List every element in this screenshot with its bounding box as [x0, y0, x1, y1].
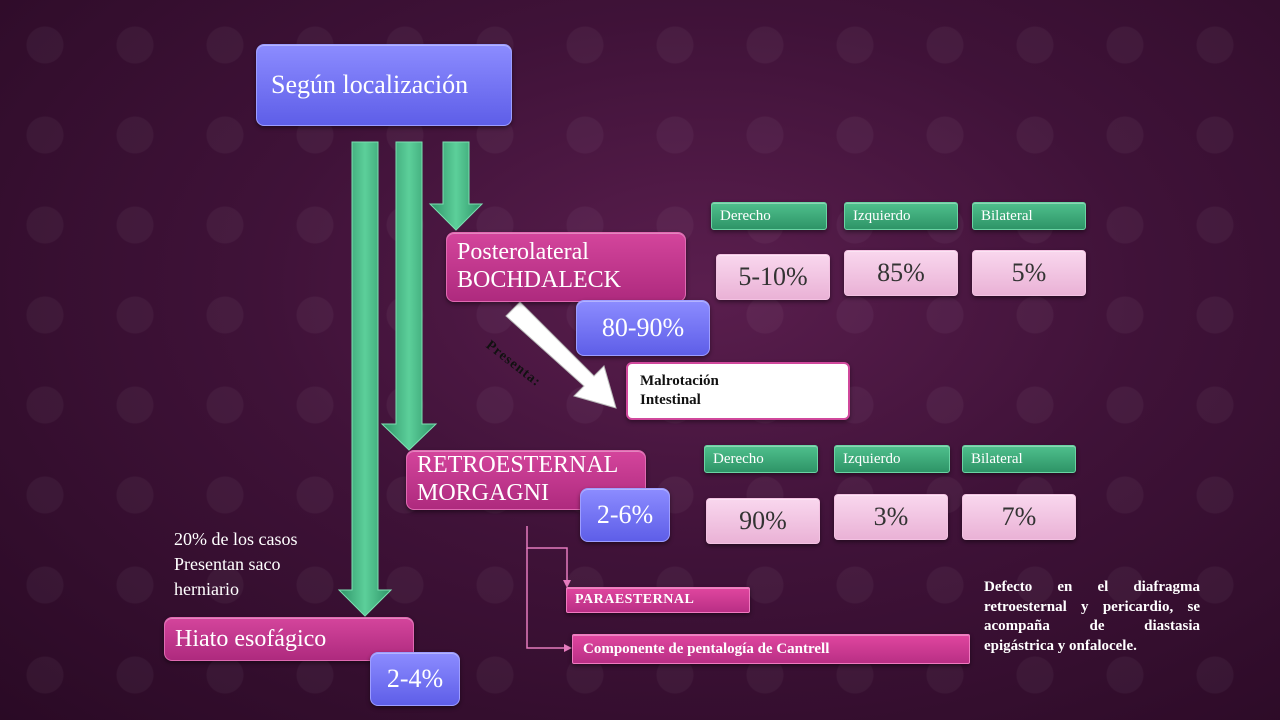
malrotacion-box: Malrotación Intestinal — [626, 362, 850, 420]
hiato-percent: 2-4% — [386, 664, 444, 693]
arrow-to-hiato — [337, 141, 393, 617]
retroesternal-line2: MORGAGNI — [417, 480, 549, 506]
retroesternal-side-izquierdo: Izquierdo — [834, 445, 950, 473]
posterolateral-side-bilateral: Bilateral — [972, 202, 1086, 230]
cantrell-tag: Componente de pentalogía de Cantrell — [572, 634, 970, 664]
posterolateral-side-derecho: Derecho — [711, 202, 827, 230]
hiato-note-line2: Presentan saco — [174, 554, 281, 575]
arrow-to-posterolateral — [428, 141, 484, 231]
posterolateral-value-izquierdo: 85% — [844, 250, 958, 296]
retroesternal-percent-box: 2-6% — [580, 488, 670, 542]
posterolateral-percent: 80-90% — [601, 313, 685, 342]
retroesternal-line1: RETROESTERNAL — [417, 452, 619, 479]
presenta-arrow — [505, 301, 617, 409]
retroesternal-percent: 2-6% — [596, 500, 654, 529]
retroesternal-side-bilateral: Bilateral — [962, 445, 1076, 473]
root-box: Según localización — [256, 44, 512, 126]
hiato-percent-box: 2-4% — [370, 652, 460, 706]
posterolateral-value-bilateral: 5% — [972, 250, 1086, 296]
hiato-note: 20% de los casos Presentan saco herniari… — [174, 527, 297, 603]
retroesternal-side-derecho: Derecho — [704, 445, 818, 473]
retroesternal-box: RETROESTERNAL MORGAGNI — [406, 450, 646, 510]
malrotacion-line1: Malrotación — [640, 372, 719, 389]
malrotacion-line2: Intestinal — [640, 392, 701, 408]
posterolateral-side-izquierdo: Izquierdo — [844, 202, 958, 230]
paraesternal-tag: PARAESTERNAL — [566, 587, 750, 613]
retroesternal-value-bilateral: 7% — [962, 494, 1076, 540]
posterolateral-value-derecho: 5-10% — [716, 254, 830, 300]
retroesternal-value-derecho: 90% — [706, 498, 820, 544]
root-label: Según localización — [271, 70, 469, 99]
defecto-text: Defecto en el diafragma retroesternal y … — [984, 579, 1200, 654]
posterolateral-line1: Posterolateral — [457, 239, 589, 266]
hiato-note-line1: 20% de los casos — [174, 529, 298, 549]
posterolateral-line2: BOCHDALECK — [457, 267, 622, 293]
posterolateral-box: Posterolateral BOCHDALECK — [446, 232, 686, 302]
connector-line-paraesternal — [526, 526, 568, 584]
hiato-note-line3: herniario — [174, 579, 239, 600]
retroesternal-value-izquierdo: 3% — [834, 494, 948, 540]
hiato-label: Hiato esofágico — [175, 625, 327, 652]
connector-line-cantrell — [526, 548, 568, 649]
arrow-to-retroesternal — [380, 141, 438, 451]
posterolateral-percent-box: 80-90% — [576, 300, 710, 356]
